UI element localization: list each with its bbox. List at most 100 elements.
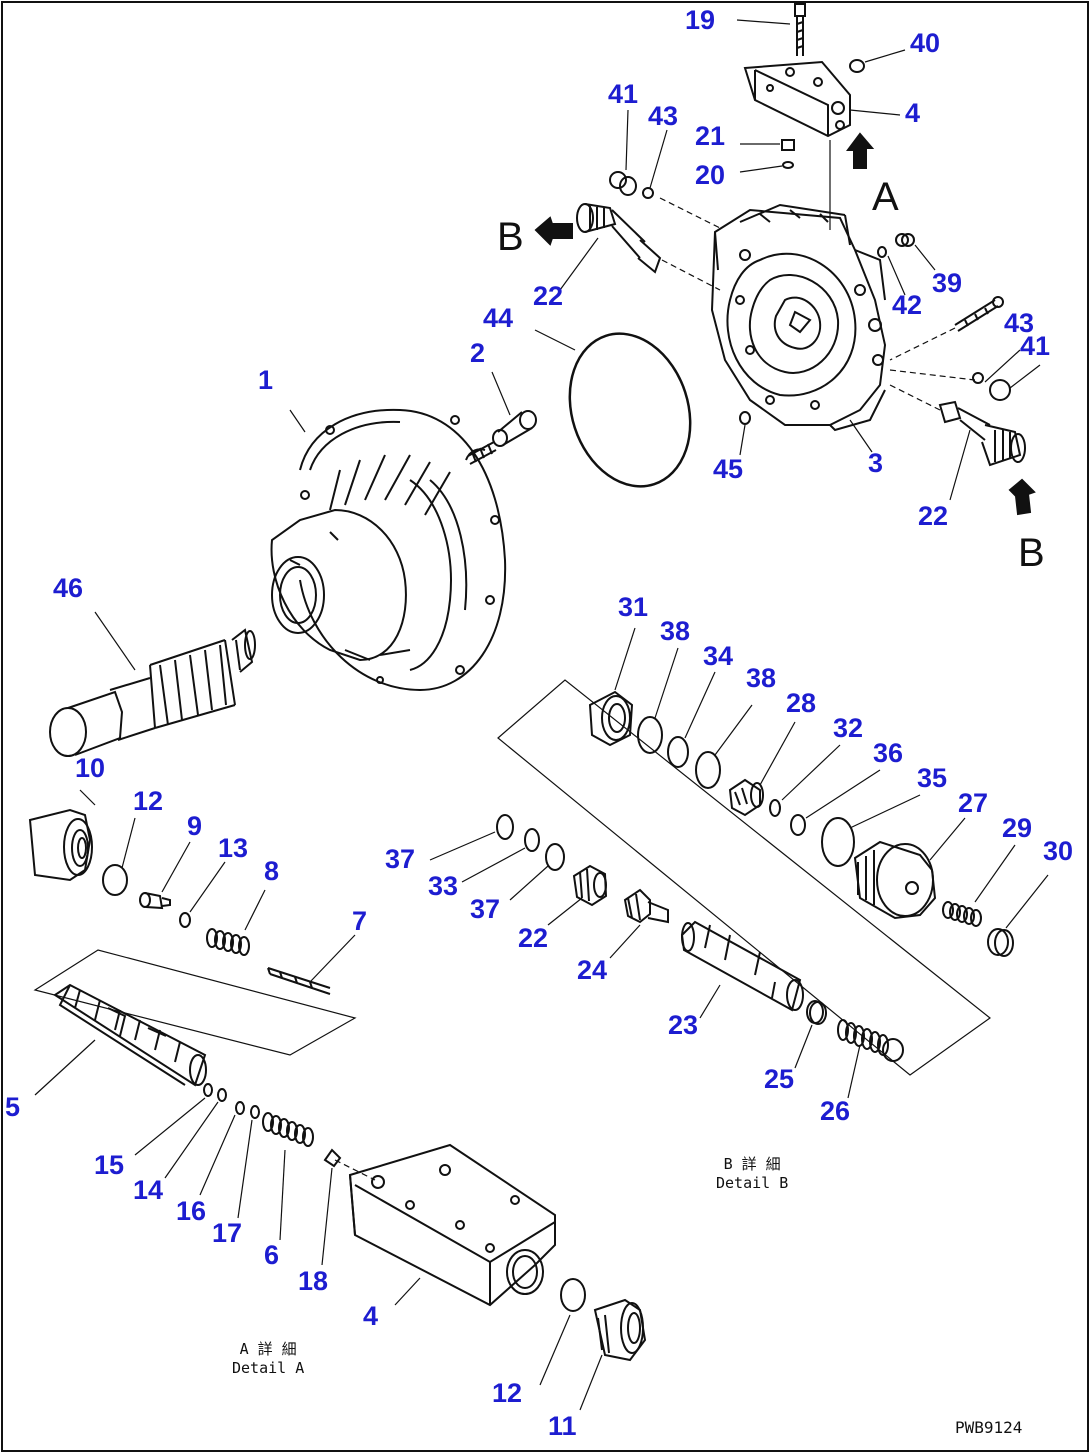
callout-42: 42 <box>892 290 923 320</box>
part-42-o-ring <box>877 246 887 258</box>
callout-22-top: 22 <box>533 281 564 311</box>
part-1-casing <box>270 408 507 692</box>
view-marker-b-bottom: B <box>1018 531 1045 575</box>
part-46-shaft <box>49 628 256 757</box>
callout-7: 7 <box>352 906 368 936</box>
part-41-plug-right <box>989 379 1011 401</box>
callout-20: 20 <box>695 160 726 190</box>
part-10-plug <box>28 808 93 882</box>
part-11-plug <box>593 1298 647 1362</box>
part-4-top-valve-block <box>743 60 851 138</box>
callout-14: 14 <box>133 1175 164 1205</box>
part-32-ring <box>769 799 781 817</box>
callout-13: 13 <box>218 833 249 863</box>
callout-36: 36 <box>873 738 904 768</box>
part-44-o-ring <box>568 332 692 488</box>
part-16-ring <box>235 1101 245 1115</box>
callout-25: 25 <box>764 1064 795 1094</box>
callout-11: 11 <box>548 1411 577 1441</box>
callout-4-bottom: 4 <box>363 1301 379 1331</box>
part-17-ring <box>250 1105 260 1119</box>
callout-43-right: 43 <box>1004 308 1035 338</box>
callout-38-b: 38 <box>746 663 777 693</box>
part-4-valve-block <box>334 1143 556 1307</box>
view-arrow-b-top <box>534 216 573 246</box>
part-38-ring-a <box>637 716 663 754</box>
callout-3: 3 <box>868 448 884 478</box>
part-27-cap <box>853 840 937 920</box>
callout-37-a: 37 <box>385 844 416 874</box>
part-36-ring <box>790 814 806 836</box>
part-37-ring-b <box>545 843 565 871</box>
callout-44: 44 <box>483 303 514 333</box>
part-9-poppet <box>139 892 171 910</box>
callout-4-top: 4 <box>905 98 921 128</box>
callout-40: 40 <box>910 28 941 58</box>
part-20-o-ring <box>782 161 794 169</box>
callout-5: 5 <box>5 1092 21 1122</box>
callout-15: 15 <box>94 1150 125 1180</box>
part-37-ring-a <box>496 814 514 840</box>
callout-18: 18 <box>298 1266 329 1296</box>
detail-b-caption-english: Detail B <box>716 1173 789 1192</box>
part-39-plug <box>895 233 915 247</box>
part-35-ring <box>821 817 855 867</box>
part-3-housing <box>710 203 887 432</box>
callout-22-detail-b: 22 <box>518 923 549 953</box>
detail-a-frame <box>33 949 357 1056</box>
callout-16: 16 <box>176 1196 207 1226</box>
detail-b-caption-native: B 詳 細 <box>723 1155 781 1173</box>
callout-2: 2 <box>470 338 486 368</box>
callout-35: 35 <box>917 763 948 793</box>
callout-32: 32 <box>833 713 864 743</box>
callout-24: 24 <box>577 955 608 985</box>
part-14-ring <box>217 1088 227 1102</box>
part-12-o-ring-left <box>102 864 128 896</box>
part-12-o-ring-bottom <box>560 1278 586 1312</box>
callout-38-a: 38 <box>660 616 691 646</box>
detail-a-caption-english: Detail A <box>232 1358 305 1377</box>
part-7-pin <box>267 967 331 995</box>
part-38-ring-b <box>695 751 721 789</box>
callout-30: 30 <box>1043 836 1074 866</box>
callout-39: 39 <box>932 268 963 298</box>
part-29-spring <box>942 901 982 927</box>
part-13-o-ring-left <box>179 912 191 928</box>
part-26-spring <box>837 1019 904 1062</box>
view-marker-a: A <box>872 175 899 219</box>
part-24-valve <box>623 888 669 924</box>
callout-8: 8 <box>264 856 280 886</box>
part-2-piston <box>465 410 537 465</box>
callout-31: 31 <box>618 592 649 622</box>
part-43-o-ring-right <box>972 372 984 384</box>
view-arrow-b-bottom <box>1008 478 1036 516</box>
part-19-bolt <box>736 3 806 56</box>
part-45-plug <box>739 411 751 425</box>
part-30-plug <box>987 928 1014 957</box>
part-8-spring-left <box>206 928 250 956</box>
callout-41-right: 41 <box>1020 331 1051 361</box>
part-31-bearing <box>588 690 634 747</box>
part-right-bolt <box>889 296 1004 361</box>
callout-1: 1 <box>258 365 274 395</box>
callout-6: 6 <box>264 1240 280 1270</box>
part-6-spring <box>262 1112 314 1147</box>
callout-22-right: 22 <box>918 501 949 531</box>
detail-a-caption-native: A 詳 細 <box>239 1340 297 1358</box>
part-5-spool <box>53 983 207 1087</box>
callout-23: 23 <box>668 1010 699 1040</box>
callout-26: 26 <box>820 1096 851 1126</box>
callout-12-left: 12 <box>133 786 164 816</box>
callout-41-top: 41 <box>608 79 639 109</box>
callout-9: 9 <box>187 811 203 841</box>
callout-29: 29 <box>1002 813 1033 843</box>
part-22-spool-top <box>576 203 721 291</box>
part-22-plug-detail-b <box>572 864 608 907</box>
callout-45: 45 <box>713 454 744 484</box>
detail-b-caption: B 詳 細 Detail B <box>716 1155 788 1193</box>
part-41-plug-top <box>609 109 668 199</box>
callout-12-bottom: 12 <box>492 1378 523 1408</box>
